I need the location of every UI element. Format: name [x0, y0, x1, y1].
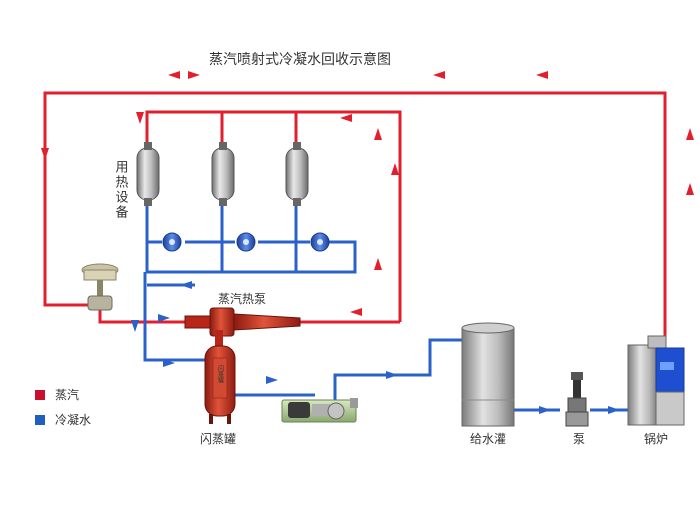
legend-condensate-label: 冷凝水: [55, 412, 91, 427]
steam-heat-pump: [184, 307, 301, 348]
heat-equipment-group: [136, 142, 309, 206]
trap-icon: [162, 232, 182, 252]
legend: 蒸汽 冷凝水: [35, 387, 91, 427]
diagram-title: 蒸汽喷射式冷凝水回收示意图: [209, 51, 391, 68]
feed-tank: [461, 322, 515, 427]
flash-tank-label: 闪蒸罐: [200, 432, 236, 446]
trap-icon: [236, 232, 256, 252]
steam-heat-pump-label: 蒸汽热泵: [218, 291, 266, 306]
trap-icon: [310, 232, 330, 252]
boiler-label: 锅炉: [644, 431, 668, 446]
feed-pump: [565, 372, 589, 427]
steam-arrows: [41, 71, 694, 316]
legend-steam-label: 蒸汽: [55, 387, 79, 402]
feed-tank-label: 给水灌: [470, 432, 506, 446]
flash-tank-plate: 闪蒸罐: [217, 364, 224, 384]
vessel-1: [136, 142, 160, 206]
equipment-label: 用热设备: [113, 160, 129, 220]
pump-motor-icon: [281, 398, 358, 423]
legend-condensate-swatch: [35, 415, 45, 425]
condensate-arrows: [131, 281, 620, 414]
boiler-icon: [627, 335, 685, 426]
vessel-3: [285, 142, 309, 206]
flash-tank: 闪蒸罐: [204, 345, 236, 424]
vessel-2: [211, 142, 235, 206]
valve-icon: [81, 263, 119, 311]
feed-pump-label: 泵: [573, 432, 585, 446]
steam-pipes: [43, 91, 667, 345]
legend-steam-swatch: [35, 390, 45, 400]
